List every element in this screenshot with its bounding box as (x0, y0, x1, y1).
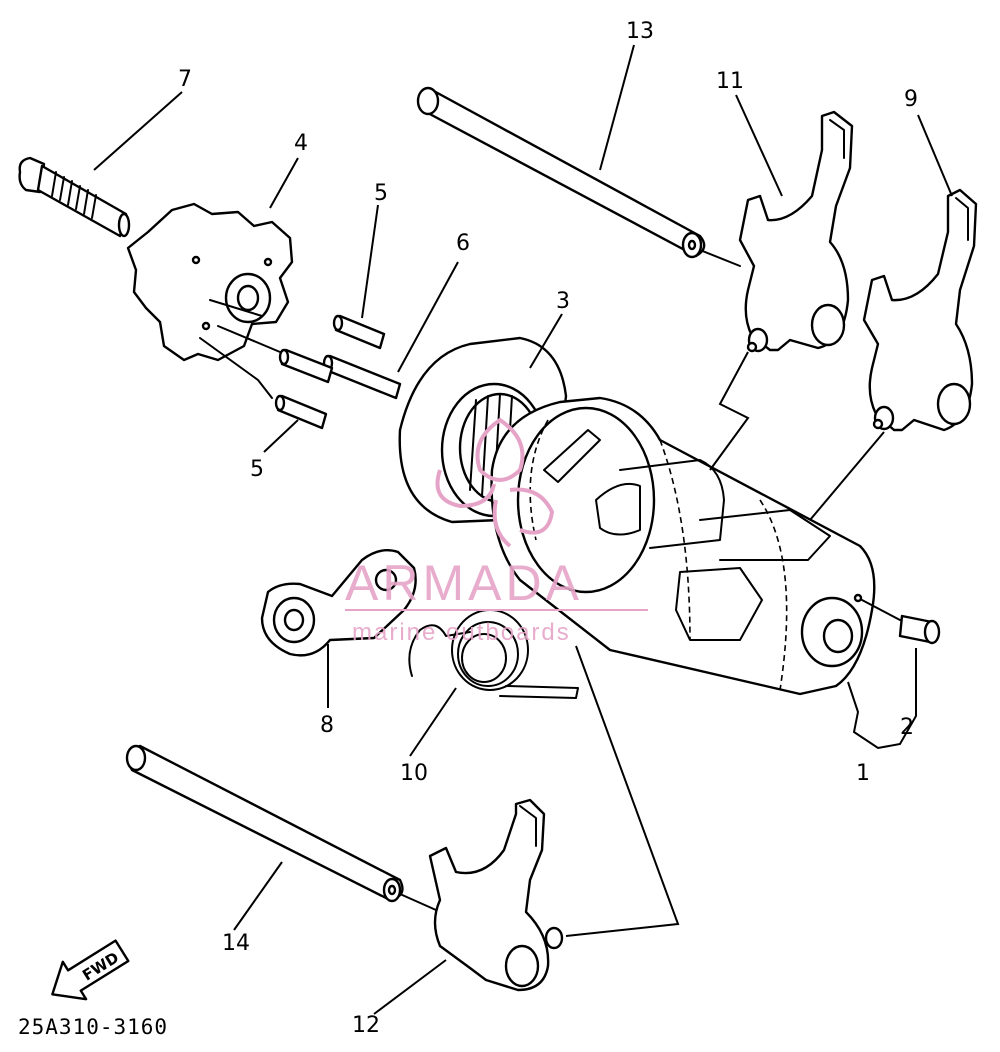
callout-11: 12 (352, 1013, 380, 1038)
callout-4: 4 (294, 131, 308, 156)
callout-9: 10 (400, 761, 428, 786)
callout-12: 11 (716, 69, 744, 94)
callout-5-lower: 5 (250, 457, 264, 482)
callout-14: 14 (222, 931, 250, 956)
part-4-shift-drum-segment (126, 202, 294, 362)
callout-6: 6 (456, 231, 470, 256)
callout-numbers: 13 11 9 7 4 5 6 3 5 8 10 2 1 14 12 (178, 19, 918, 1038)
part-2-pin (861, 599, 941, 645)
part-14-shift-fork-shaft-lower (125, 744, 437, 911)
part-9-torsion-spring (408, 609, 579, 699)
part-11-shift-fork (428, 798, 564, 992)
part-10-shift-fork (862, 188, 978, 432)
callout-10: 9 (904, 87, 918, 112)
watermark-flower-icon (435, 417, 555, 548)
part-5-dowel-pin-middle (278, 348, 334, 384)
part-8-stopper-lever (260, 549, 417, 657)
leader-lines (93, 44, 953, 1015)
diagram-code: 25A310-3160 (18, 1015, 169, 1039)
pin-alignment-lines (199, 299, 281, 399)
part-1-shift-cam (490, 396, 876, 696)
callout-1: 1 (856, 761, 870, 786)
part-13-shift-fork-shaft-upper (416, 86, 741, 267)
watermark-brand: ARMADA (345, 555, 583, 611)
fwd-arrow: FWD (51, 939, 130, 1001)
callout-13: 13 (626, 19, 654, 44)
callout-5-upper: 5 (374, 181, 388, 206)
callout-7: 7 (178, 67, 192, 92)
watermark-tagline: marine outboards (352, 619, 571, 646)
part-7-bolt (18, 156, 131, 238)
watermark: ARMADA marine outboards (345, 417, 648, 646)
part-6-dowel-pin-long (322, 354, 402, 400)
callout-8: 8 (320, 713, 334, 738)
part-12-shift-fork (738, 110, 854, 353)
part-5-dowel-pin-lower (274, 394, 328, 430)
part-5-dowel-pin-upper (332, 314, 386, 350)
callout-3: 3 (556, 289, 570, 314)
callout-2: 2 (900, 715, 914, 740)
